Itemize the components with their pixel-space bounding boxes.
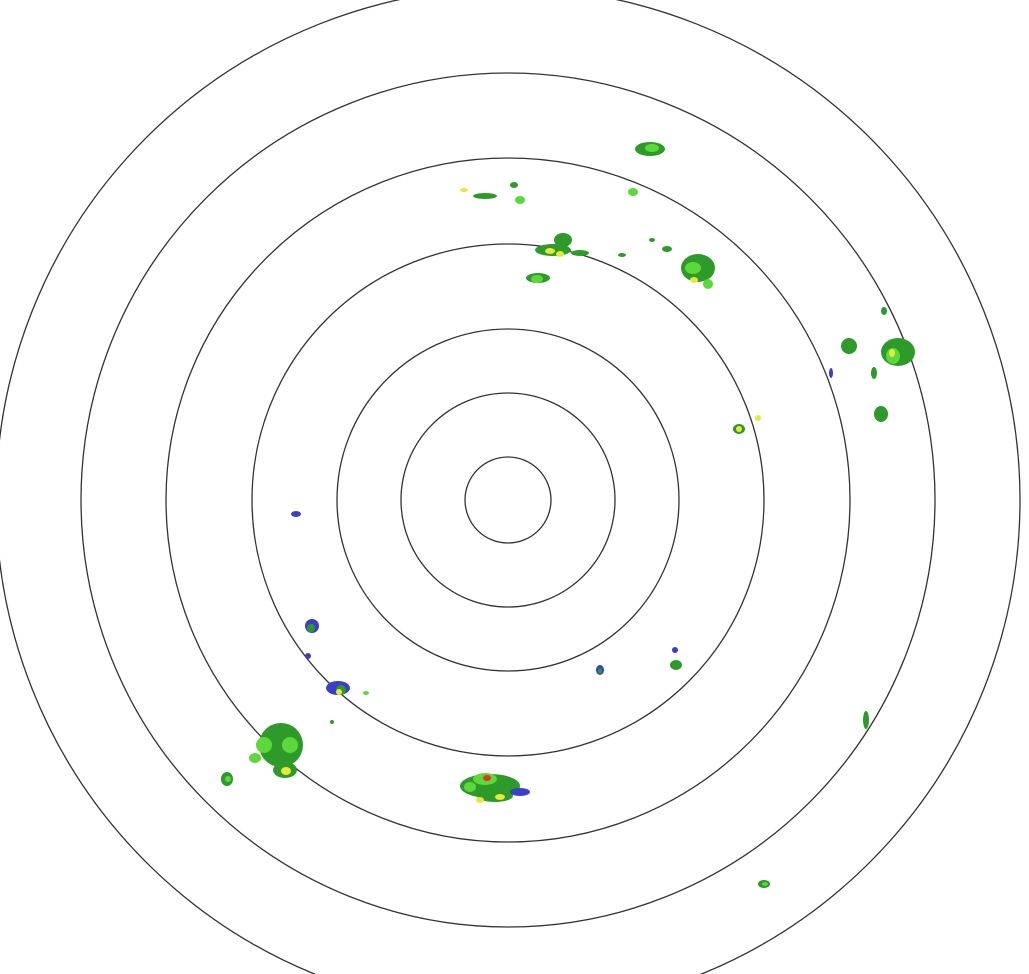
precipitation-echo bbox=[703, 279, 713, 289]
precipitation-echo bbox=[571, 250, 589, 256]
precipitation-echo bbox=[291, 511, 301, 517]
precipitation-echo bbox=[515, 196, 525, 204]
precipitation-echo bbox=[871, 367, 877, 379]
precipitation-echo bbox=[736, 426, 742, 432]
precipitation-echo bbox=[598, 668, 602, 674]
precipitation-echo bbox=[881, 307, 887, 315]
precipitation-echo bbox=[672, 647, 678, 653]
precipitation-echo bbox=[281, 767, 291, 775]
precipitation-echo bbox=[477, 790, 513, 802]
precipitation-echo bbox=[628, 188, 638, 196]
precipitation-echo bbox=[670, 660, 682, 670]
precipitation-echo bbox=[305, 653, 311, 659]
precipitation-echo bbox=[259, 723, 303, 767]
precipitation-echo bbox=[476, 797, 484, 803]
precipitation-echo bbox=[256, 737, 272, 753]
precipitation-echo bbox=[556, 251, 564, 257]
range-ring-5 bbox=[165, 157, 851, 843]
precipitation-echo bbox=[473, 193, 497, 199]
precipitation-echo bbox=[330, 720, 334, 724]
precipitation-echo bbox=[531, 275, 543, 283]
range-ring-2 bbox=[400, 392, 616, 608]
range-ring-4 bbox=[251, 243, 765, 757]
precipitation-echo bbox=[829, 368, 833, 378]
precipitation-echo bbox=[762, 882, 768, 886]
range-ring-6 bbox=[80, 72, 936, 928]
precipitation-echo bbox=[545, 248, 555, 254]
precipitation-echo bbox=[645, 144, 659, 152]
precipitation-echo bbox=[649, 238, 655, 242]
precipitation-echo bbox=[690, 277, 698, 283]
precipitation-echo bbox=[363, 691, 369, 695]
precipitation-echo bbox=[282, 737, 298, 753]
precipitation-echo bbox=[336, 689, 342, 695]
precipitation-echo bbox=[889, 349, 895, 357]
precipitation-echo bbox=[618, 253, 626, 257]
precipitation-echo bbox=[464, 782, 476, 792]
precipitation-echo bbox=[483, 775, 491, 781]
precipitation-echo bbox=[307, 624, 315, 632]
precipitation-echo bbox=[554, 233, 572, 247]
precipitation-echo bbox=[495, 794, 505, 800]
precipitation-echo bbox=[841, 338, 857, 354]
precipitation-echo bbox=[249, 753, 261, 763]
precipitation-echoes bbox=[221, 142, 915, 888]
precipitation-echo bbox=[874, 406, 888, 422]
range-ring-3 bbox=[336, 328, 680, 672]
precipitation-echo bbox=[755, 415, 761, 421]
precipitation-echo bbox=[685, 262, 701, 274]
precipitation-echo bbox=[510, 182, 518, 188]
precipitation-echo bbox=[225, 776, 231, 782]
precipitation-echo bbox=[460, 188, 468, 192]
precipitation-echo bbox=[662, 246, 672, 252]
precipitation-echo bbox=[510, 788, 530, 796]
precipitation-echo bbox=[863, 711, 869, 729]
range-ring-1 bbox=[464, 456, 552, 544]
